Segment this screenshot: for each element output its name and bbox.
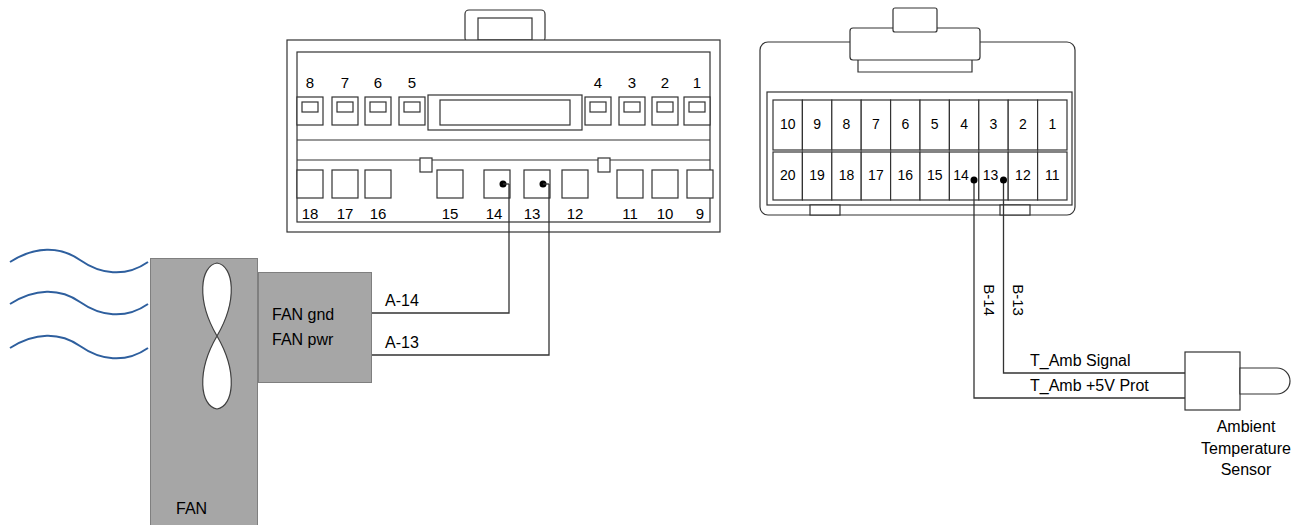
pin-number: 10 [657, 205, 674, 222]
pin-number: 5 [931, 116, 939, 132]
pin-number: 7 [872, 116, 880, 132]
pin-number: 6 [374, 74, 382, 91]
pin-number: 9 [813, 116, 821, 132]
pin-number: 13 [524, 205, 541, 222]
fan-body: FAN [150, 258, 258, 525]
wire-a13 [372, 184, 549, 355]
node-text: FAN pwr [272, 330, 333, 349]
pin-number: 17 [337, 205, 354, 222]
pin-number: 16 [370, 205, 387, 222]
pin-number: 7 [341, 74, 349, 91]
fan-body-outline [150, 258, 258, 525]
wire-b14 [974, 180, 1185, 398]
connector-b [760, 8, 1075, 215]
pin-number: 15 [442, 205, 459, 222]
pin-number: 11 [622, 205, 638, 222]
pin-number: 15 [927, 167, 943, 183]
pin-number: 6 [901, 116, 909, 132]
fan-terminal-box-outline [258, 272, 372, 383]
pin-number: 8 [843, 116, 851, 132]
pin-number: 3 [990, 116, 998, 132]
wire-b13 [1004, 180, 1186, 373]
pin-number: 3 [628, 74, 636, 91]
pin-number: 1 [1048, 116, 1056, 132]
pin-number: 8 [306, 74, 314, 91]
pin-number: 10 [780, 116, 796, 132]
air-flow-waves [10, 250, 148, 359]
pin-number: 19 [809, 167, 825, 183]
pin-number: 18 [839, 167, 855, 183]
node-text: FAN gnd [272, 305, 334, 324]
node-text: Ambient Temperature Sensor [1185, 416, 1307, 481]
pin-number: 12 [1015, 167, 1031, 183]
connector-a [287, 10, 720, 232]
signal-label: T_Amb +5V Prot [1030, 377, 1149, 395]
pin-number: 9 [696, 205, 704, 222]
wire-label: B-13 [1009, 284, 1026, 316]
signal-label: A-13 [385, 334, 419, 352]
signal-label: T_Amb Signal [1030, 352, 1131, 370]
pin-number: 2 [661, 74, 669, 91]
wires [372, 180, 1185, 398]
wire-label: B-14 [980, 284, 997, 316]
signal-label: A-14 [385, 292, 419, 310]
pin-number: 18 [302, 205, 319, 222]
pin-number: 17 [868, 167, 884, 183]
fan-terminal-box: FAN gndFAN pwr [258, 272, 372, 383]
pin-number: 11 [1045, 167, 1060, 183]
pin-number: 1 [693, 74, 701, 91]
pin-number: 20 [780, 167, 796, 183]
pin-number: 14 [953, 167, 969, 183]
node-text: FAN [176, 499, 207, 518]
pin-number: 2 [1019, 116, 1027, 132]
pin-number: 13 [983, 167, 999, 183]
wire-a14 [372, 184, 509, 313]
pin-number: 16 [898, 167, 914, 183]
pin-number: 5 [408, 74, 416, 91]
pin-number: 4 [594, 74, 602, 91]
pin-number: 4 [960, 116, 968, 132]
pin-number: 12 [567, 205, 584, 222]
temperature-sensor: Ambient Temperature Sensor [1180, 348, 1315, 493]
pin-number: 14 [486, 205, 503, 222]
